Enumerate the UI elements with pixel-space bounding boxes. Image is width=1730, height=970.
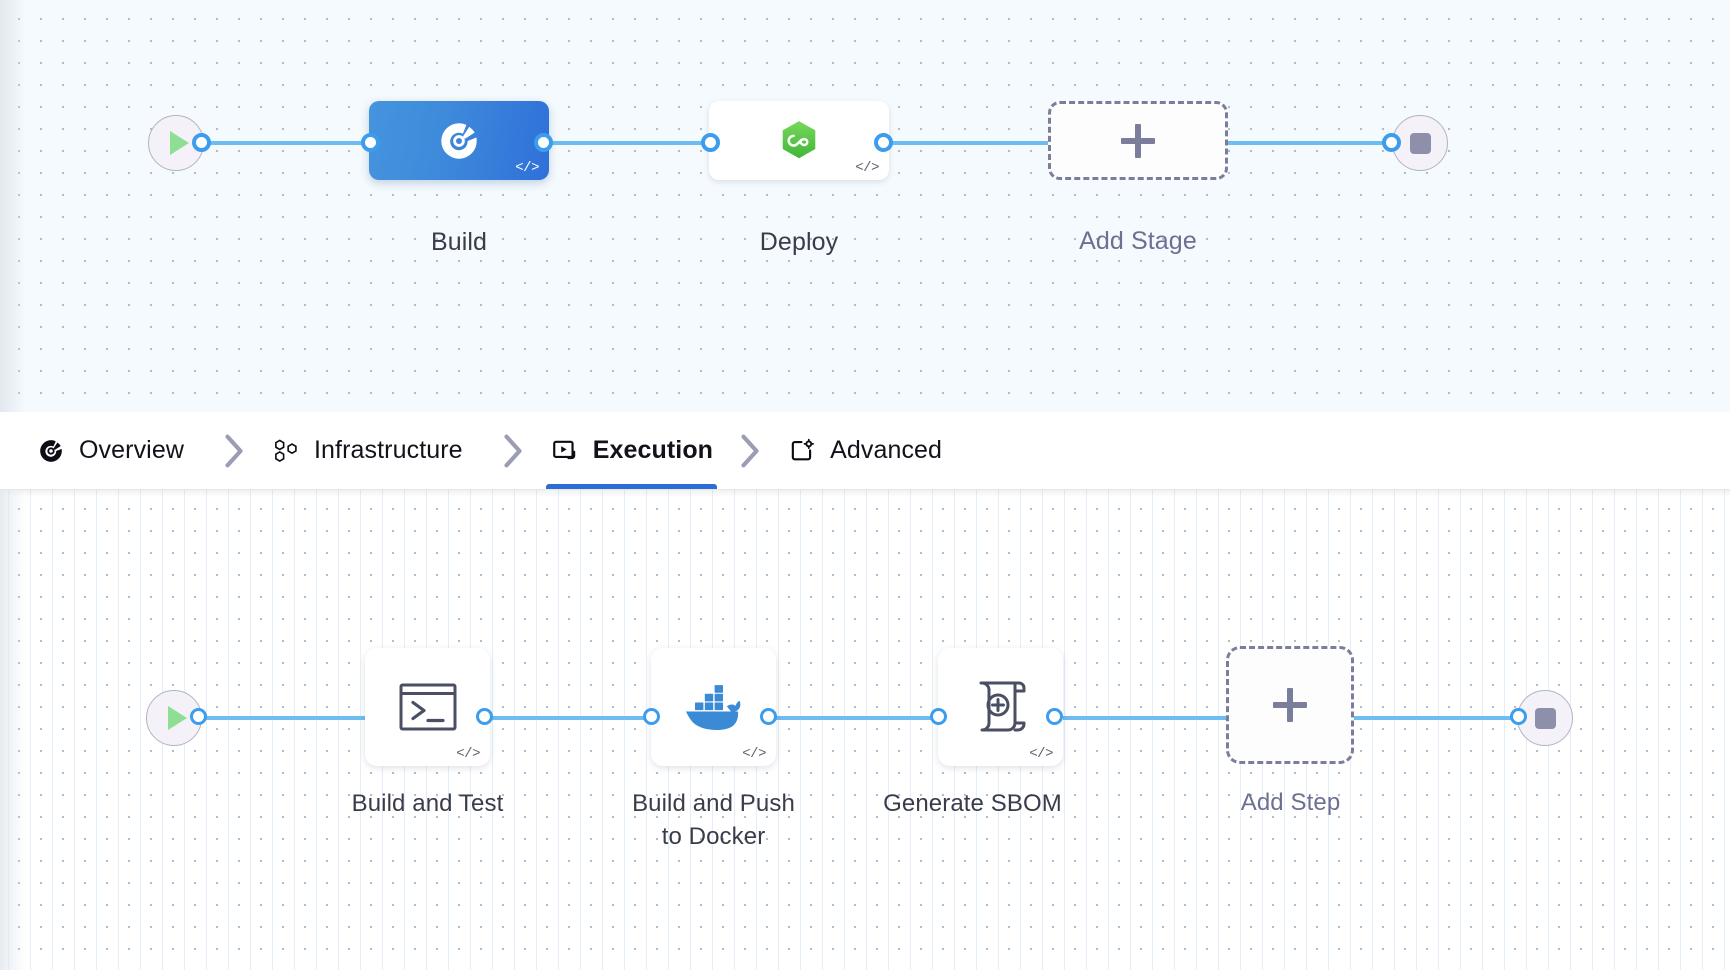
port-sbom-in[interactable] <box>930 708 947 725</box>
stage-card-deploy[interactable]: </> <box>709 101 889 180</box>
port-step-end-in[interactable] <box>1510 708 1527 725</box>
wire-buildtest-to-docker <box>482 716 660 720</box>
port-deploy-out[interactable] <box>874 133 893 152</box>
execution-icon <box>550 436 580 466</box>
wire-start-to-buildtest <box>196 716 374 720</box>
add-stage-button[interactable] <box>1048 101 1228 180</box>
port-build-out[interactable] <box>534 133 553 152</box>
wire-deploy-to-addstage <box>880 141 1070 145</box>
step-card-build-and-test[interactable]: </> <box>365 648 490 766</box>
port-sbom-out[interactable] <box>1046 708 1063 725</box>
code-badge-icon: </> <box>855 160 879 176</box>
pipeline-end-node[interactable] <box>1392 115 1448 171</box>
advanced-icon <box>787 436 817 466</box>
stage-card-build[interactable]: </> <box>369 101 549 180</box>
harness-cd-icon <box>782 120 816 158</box>
plus-icon <box>1273 688 1307 722</box>
wire-addstep-to-end <box>1352 716 1520 720</box>
chevron-right-icon <box>717 434 783 468</box>
play-icon <box>167 706 187 730</box>
wire-start-to-build <box>198 141 378 145</box>
pipeline-stage-canvas[interactable]: </> Build </> <box>0 0 1730 412</box>
step-pipeline-row: </> Build and Test <box>0 490 1730 970</box>
overview-icon <box>36 436 66 466</box>
harness-ci-icon <box>441 122 477 159</box>
sbom-scroll-icon <box>979 681 1025 732</box>
port-build-in[interactable] <box>361 133 380 152</box>
code-badge-icon: </> <box>515 160 539 176</box>
step-label-build-and-push-to-docker: Build and Push to Docker <box>632 790 795 850</box>
stop-icon <box>1409 132 1431 154</box>
tab-infrastructure-label: Infrastructure <box>314 436 463 464</box>
tab-infrastructure[interactable]: Infrastructure <box>267 412 480 489</box>
play-icon <box>169 131 189 155</box>
port-step-start-out[interactable] <box>190 708 207 725</box>
wire-addstage-to-end <box>1220 141 1395 145</box>
wire-build-to-deploy <box>540 141 725 145</box>
add-step-button[interactable] <box>1226 646 1354 764</box>
stage-pipeline-row: </> Build </> <box>0 0 1730 412</box>
tab-execution[interactable]: Execution <box>545 412 718 489</box>
docker-icon <box>685 685 740 730</box>
port-docker-in[interactable] <box>643 708 660 725</box>
step-card-build-and-push-to-docker[interactable]: </> <box>651 648 776 766</box>
wire-docker-to-sbom <box>766 716 946 720</box>
tab-overview-label: Overview <box>79 436 184 464</box>
pipeline-step-canvas[interactable]: </> Build and Test <box>0 490 1730 970</box>
wire-sbom-to-addstep <box>1052 716 1230 720</box>
step-label-build-and-test: Build and Test <box>351 790 504 817</box>
step-label-generate-sbom: Generate SBOM <box>883 790 1062 817</box>
code-badge-icon: </> <box>456 746 480 762</box>
port-deploy-in[interactable] <box>701 133 720 152</box>
terminal-icon <box>399 683 456 731</box>
tab-advanced-label: Advanced <box>830 436 943 464</box>
port-docker-out[interactable] <box>760 708 777 725</box>
infrastructure-icon <box>271 436 301 466</box>
stage-label-deploy: Deploy <box>759 228 839 256</box>
chevron-right-icon <box>201 434 267 468</box>
tab-active-underline <box>545 484 718 489</box>
port-start-out[interactable] <box>192 133 211 152</box>
code-badge-icon: </> <box>742 746 766 762</box>
tab-advanced[interactable]: Advanced <box>783 412 959 489</box>
add-step-label: Add Step <box>1240 789 1341 816</box>
step-card-generate-sbom[interactable]: </> <box>938 648 1063 766</box>
chevron-right-icon <box>480 434 546 468</box>
port-end-in[interactable] <box>1382 133 1401 152</box>
add-stage-label: Add Stage <box>1079 227 1197 255</box>
code-badge-icon: </> <box>1029 746 1053 762</box>
plus-icon <box>1121 123 1155 158</box>
tab-execution-label: Execution <box>592 436 714 464</box>
tab-overview[interactable]: Overview <box>32 412 201 489</box>
port-buildtest-out[interactable] <box>476 708 493 725</box>
stop-icon <box>1534 707 1556 729</box>
stage-config-tabs: Overview Infrastructure <box>0 412 1730 490</box>
stage-label-build: Build <box>430 228 488 256</box>
